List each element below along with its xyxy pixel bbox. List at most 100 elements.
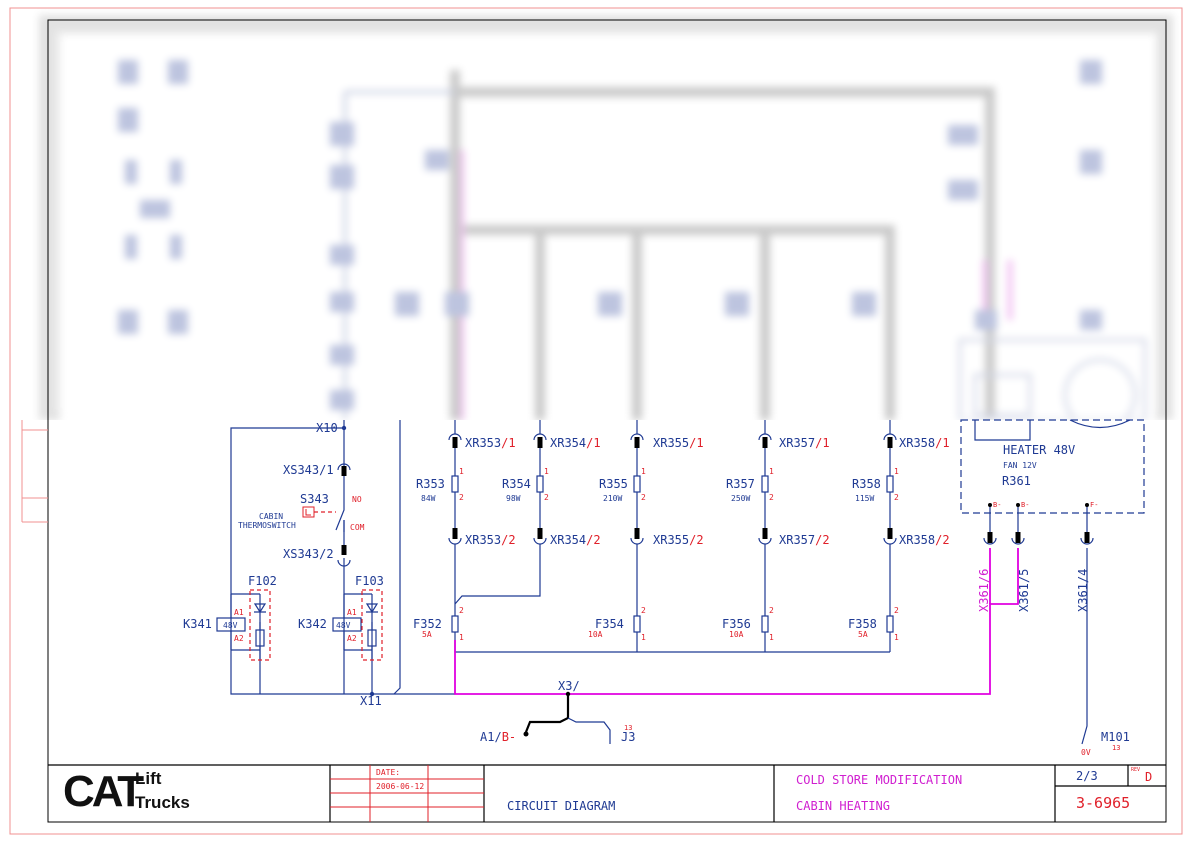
svg-text:XR357/1: XR357/1 [779,436,830,450]
project-line2: CABIN HEATING [796,799,890,813]
f356-rating: 10A [729,630,744,639]
xr353-name: XR353 [465,436,501,450]
heater-pin-f: F- [1090,501,1098,509]
svg-text:XR358/1: XR358/1 [899,436,950,450]
k342-rating: 48V [336,621,351,630]
heater-branches [448,420,897,653]
svg-text:2: 2 [769,493,774,502]
f103-label: F103 [355,574,384,588]
drawing-type: CIRCUIT DIAGRAM [507,799,615,813]
a1-b-label: A1/B- [480,730,516,744]
svg-text:1: 1 [769,467,774,476]
svg-text:1: 1 [769,633,774,642]
cat-logo: CAT Lift Trucks [63,768,213,818]
svg-text:XR354/2: XR354/2 [550,533,601,547]
r355-rating: 210W [603,494,622,503]
f352-rating: 5A [422,630,432,639]
svg-text:2: 2 [769,606,774,615]
svg-text:1: 1 [459,633,464,642]
svg-text:2: 2 [641,493,646,502]
cabin-label: CABIN [259,512,283,521]
svg-text:XR358/2: XR358/2 [899,533,950,547]
sheet-outer-frame [9,7,1183,835]
j3-ref: 13 [624,724,632,732]
svg-text:XR353/2: XR353/2 [465,533,516,547]
rev-label: REV [1131,767,1140,773]
relay-k342 [332,589,383,661]
s343-label: S343 [300,492,329,506]
r357-rating: 250W [731,494,750,503]
thermoswitch-label: THERMOSWITCH [238,521,296,530]
svg-text:XR355/1: XR355/1 [653,436,704,450]
m101-ref: 13 [1112,744,1120,752]
x361-4-label: X361/4 [1076,569,1090,612]
r354-rating: 98W [506,494,521,503]
xr355-name: XR355 [653,436,689,450]
svg-text:2: 2 [459,493,464,502]
svg-text:1: 1 [641,633,646,642]
r361-label: R361 [1002,474,1031,488]
svg-text:XR353/1: XR353/1 [465,436,516,450]
connector-labels-row1: XR353/1 XR354/1 XR355/1 XR357/1 XR358/1 [465,436,950,450]
k341-label: K341 [183,617,212,631]
r357-label: R357 [726,477,755,491]
left-margin-marks [9,420,48,834]
f352-label: F352 [413,617,442,631]
heater-label: HEATER 48V [1003,443,1075,457]
xr357-name: XR357 [779,436,815,450]
pin-numbers: 12 12 12 12 12 21 21 21 21 [459,467,899,642]
logo-lift-text: Lift [135,769,162,788]
f358-rating: 5A [858,630,868,639]
svg-text:XR355/2: XR355/2 [653,533,704,547]
date-label: DATE: [376,768,400,777]
com-contact-label: COM [350,523,365,532]
x3-label: X3/ [558,679,580,693]
f356-label: F356 [722,617,751,631]
project-line1: COLD STORE MODIFICATION [796,773,962,787]
r358-rating: 115W [855,494,874,503]
xs343-1-label: XS343/1 [283,463,334,477]
svg-text:1: 1 [641,467,646,476]
svg-text:XR357/2: XR357/2 [779,533,830,547]
heater-r361-box [960,419,1145,745]
date-value: 2006-06-12 [376,782,424,791]
control-wiring [230,420,455,697]
r353-rating: 84W [421,494,436,503]
f354-rating: 10A [588,630,603,639]
k342-label: K342 [298,617,327,631]
xr354-name: XR354 [550,436,586,450]
svg-text:2: 2 [641,606,646,615]
svg-text:1: 1 [544,467,549,476]
negative-bus-wire [454,548,1019,695]
x3-junction [523,691,611,744]
k342-a1: A1 [347,608,357,617]
xs343-2-label: XS343/2 [283,547,334,561]
revision: D [1145,770,1152,784]
m101-label: M101 [1101,730,1130,744]
svg-text:1: 1 [894,467,899,476]
drawing-number: 3-6965 [1076,794,1130,812]
x10-label: X10 [316,421,338,435]
x11-label: X11 [360,694,382,708]
svg-text:XR354/1: XR354/1 [550,436,601,450]
zero-volt-label: 0V [1081,748,1091,757]
svg-text:1: 1 [894,633,899,642]
logo-trucks-text: Trucks [135,793,190,812]
relay-k341 [216,589,271,661]
x361-5-label: X361/5 [1017,569,1031,612]
x361-6-label: X361/6 [977,569,991,612]
r353-label: R353 [416,477,445,491]
j3-label: J3 [621,730,635,744]
no-contact-label: NO [352,495,362,504]
title-block [48,764,1166,822]
f102-label: F102 [248,574,277,588]
svg-text:2: 2 [544,493,549,502]
xr358-name: XR358 [899,436,935,450]
r355-label: R355 [599,477,628,491]
blurred-upper-region [0,0,1191,420]
svg-text:2: 2 [894,493,899,502]
heater-pin-b2: B- [1021,501,1029,509]
k341-a1: A1 [234,608,244,617]
f354-label: F354 [595,617,624,631]
